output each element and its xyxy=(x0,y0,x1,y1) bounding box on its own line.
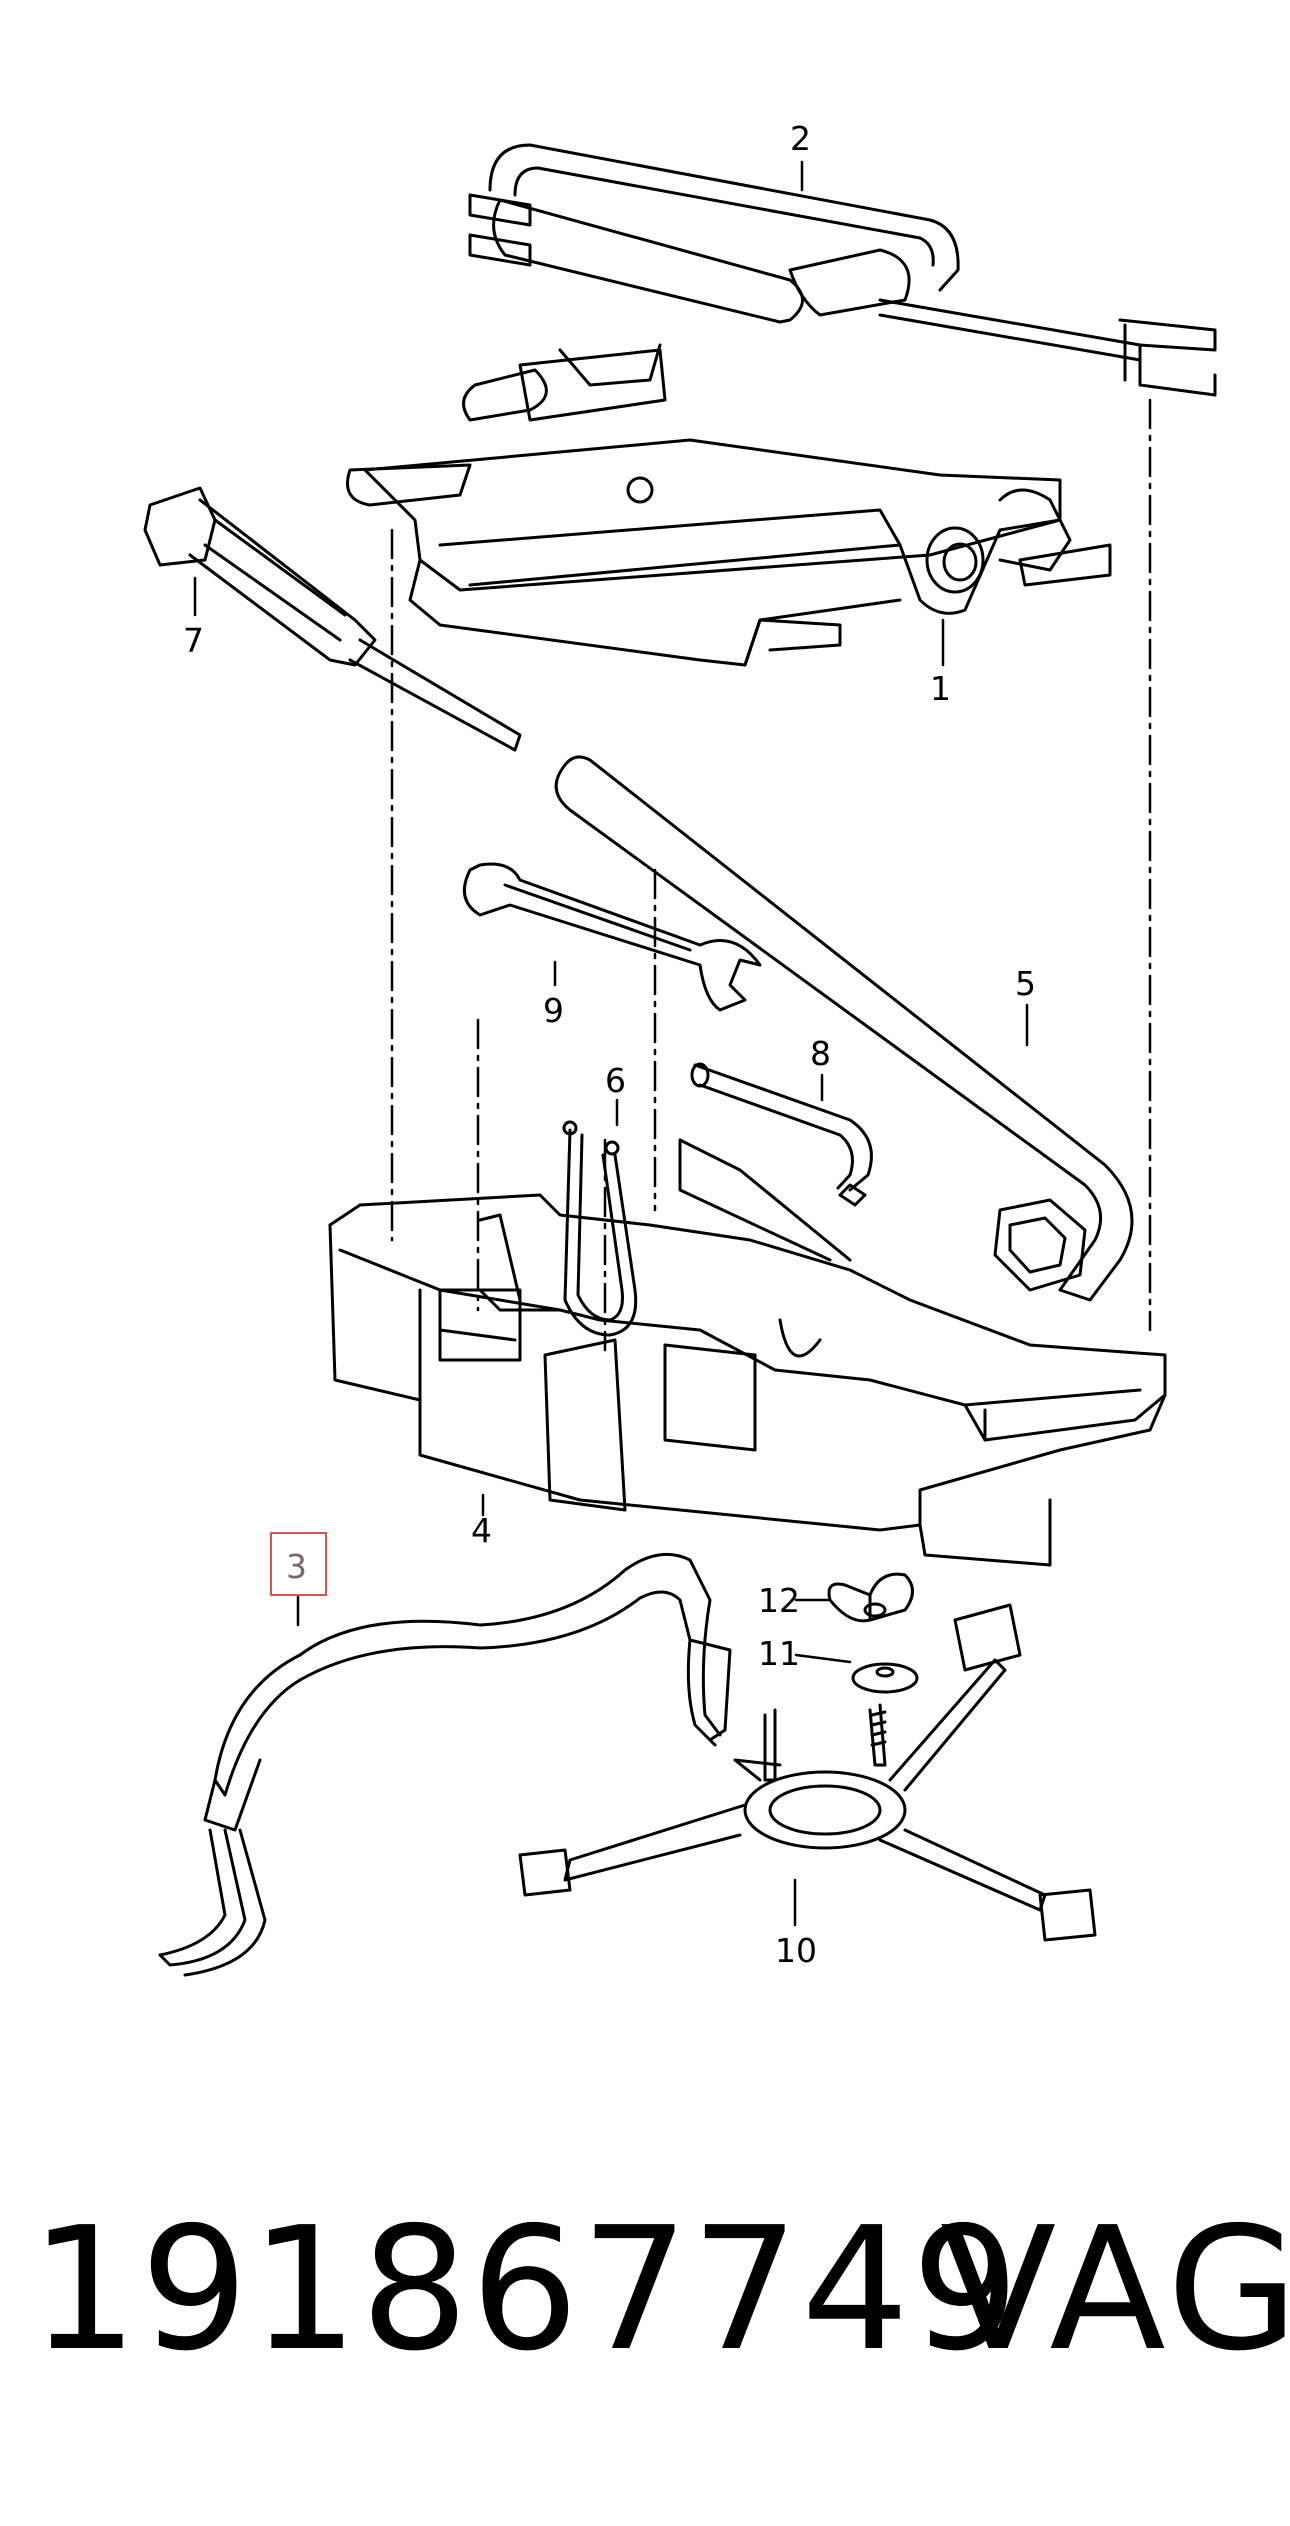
callout-9: 9 xyxy=(543,991,564,1030)
allen-key xyxy=(690,1062,873,1207)
spring-clip xyxy=(562,1120,638,1337)
washer xyxy=(851,1662,919,1694)
callout-12: 12 xyxy=(758,1581,800,1620)
callout-3: 3 xyxy=(286,1547,307,1586)
highlight-box xyxy=(270,1532,327,1596)
part-number-footer: 191867749 VAG xyxy=(30,2180,1290,2400)
scissor-jack xyxy=(346,343,1112,667)
callout-10: 10 xyxy=(775,1931,817,1970)
brand-label: VAG xyxy=(940,2191,1290,2389)
part-number: 191867749 xyxy=(30,2191,1022,2389)
assembly-lines xyxy=(390,398,1152,1352)
tool-tray xyxy=(328,1138,1167,1567)
wing-nut xyxy=(827,1572,914,1623)
callout-1: 1 xyxy=(930,669,951,708)
jack-crank-handle xyxy=(468,143,1217,397)
leader-lines xyxy=(193,160,1029,1927)
retaining-strap xyxy=(158,1552,732,1977)
callout-6: 6 xyxy=(605,1061,626,1100)
callout-2: 2 xyxy=(790,119,811,158)
callout-labels: 1 2 3 4 5 6 7 8 9 10 11 12 xyxy=(183,119,1036,1970)
spare-wheel-bracket xyxy=(518,1603,1097,1942)
callout-7: 7 xyxy=(183,621,204,660)
callout-5: 5 xyxy=(1015,964,1036,1003)
callout-11: 11 xyxy=(758,1634,800,1673)
lug-wrench xyxy=(554,755,1134,1302)
callout-4: 4 xyxy=(471,1511,492,1550)
open-end-spanner xyxy=(462,862,762,1012)
screwdriver xyxy=(143,486,522,752)
callout-8: 8 xyxy=(810,1034,831,1073)
